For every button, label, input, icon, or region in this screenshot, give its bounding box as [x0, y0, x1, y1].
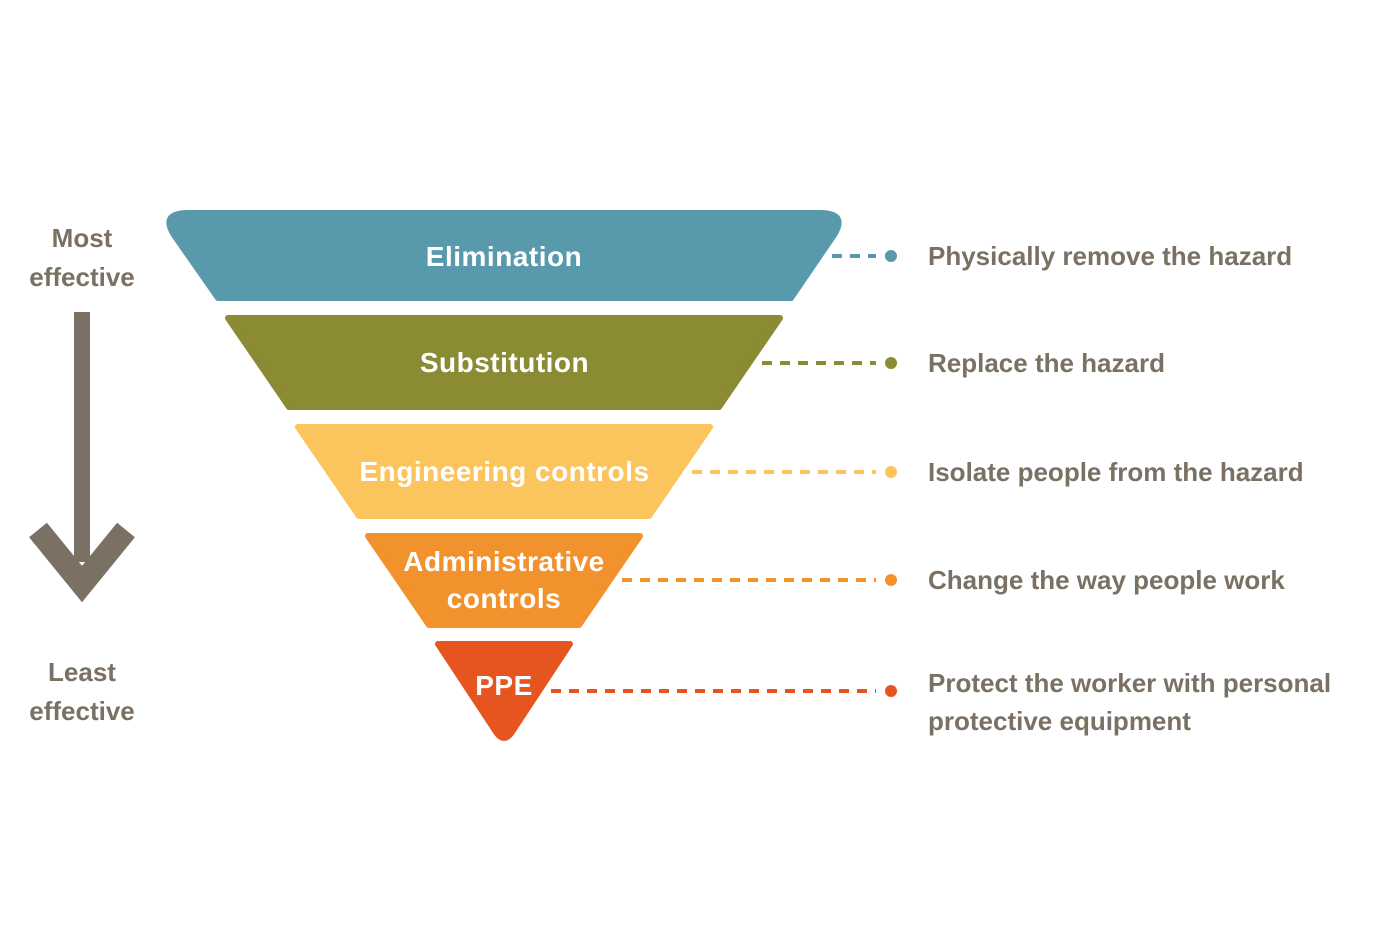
connector-elimination — [832, 250, 897, 262]
description-substitution: Replace the hazard — [928, 348, 1165, 378]
arrow-head — [29, 522, 135, 603]
connector-administrative-controls — [622, 574, 897, 586]
connector-substitution — [762, 357, 897, 369]
effectiveness-arrow — [29, 312, 135, 603]
connector-dot — [885, 685, 897, 697]
level-shape-administrative-controls — [365, 533, 643, 628]
level-shape-substitution — [225, 315, 783, 410]
most-effective-label: Most effective — [29, 223, 135, 292]
description-ppe: Protect the worker with personal protect… — [928, 668, 1332, 736]
level-shape-engineering-controls — [295, 424, 713, 519]
connector-dot — [885, 250, 897, 262]
connector-dot — [885, 357, 897, 369]
arrow-shaft — [74, 312, 90, 562]
description-engineering-controls: Isolate people from the hazard — [928, 457, 1304, 487]
least-effective-label: Least effective — [29, 657, 135, 726]
connector-engineering-controls — [692, 466, 897, 478]
description-elimination: Physically remove the hazard — [928, 241, 1293, 271]
level-shape-ppe — [435, 641, 573, 741]
connector-dot — [885, 574, 897, 586]
connector-dot — [885, 466, 897, 478]
connector-ppe — [551, 685, 897, 697]
description-administrative-controls: Change the way people work — [928, 565, 1285, 595]
level-shape-elimination — [166, 210, 842, 301]
